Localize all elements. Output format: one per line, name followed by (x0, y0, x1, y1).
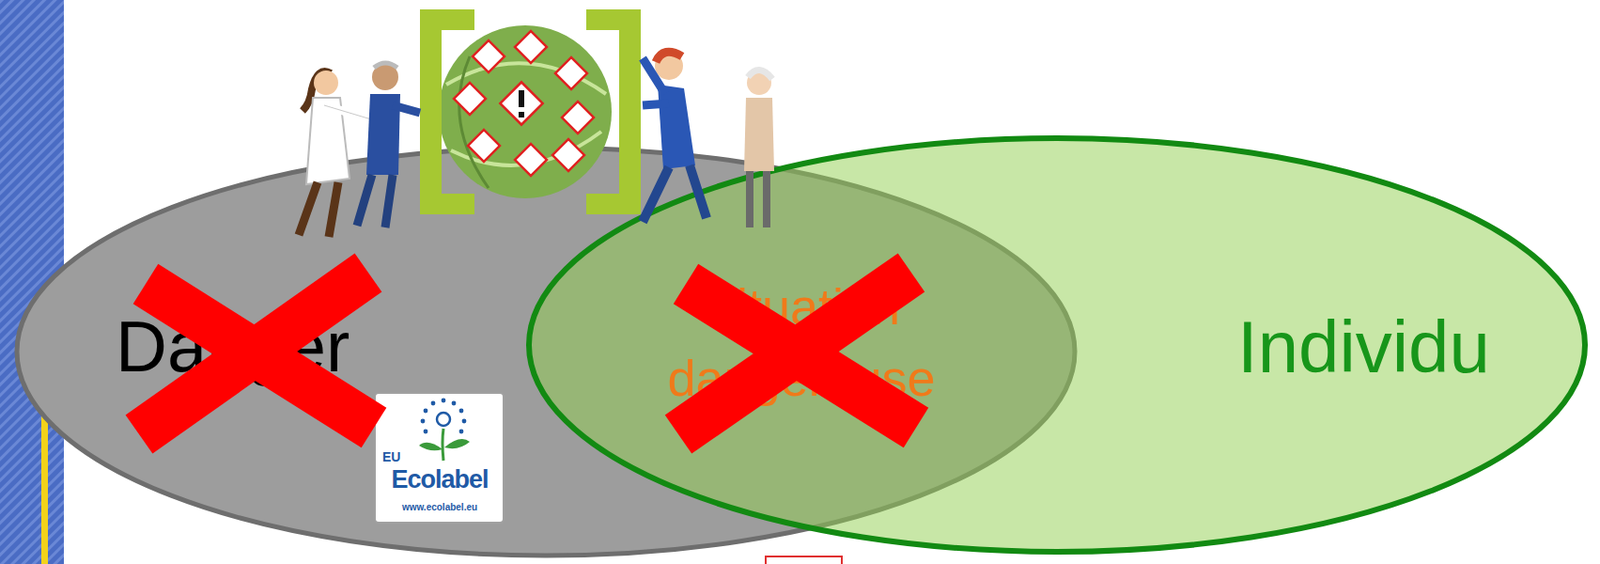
logo-leaf (419, 442, 443, 451)
logo-text: Ecolabel (377, 464, 502, 495)
arms (642, 58, 669, 106)
head (372, 63, 399, 91)
legs (749, 170, 767, 228)
individual-ellipse: Individu (523, 132, 1591, 558)
hazard-pictogram (514, 31, 547, 63)
ellipse-shape (528, 138, 1585, 552)
arm (392, 105, 420, 113)
legs (298, 182, 339, 237)
hair (747, 69, 773, 79)
suit (657, 84, 696, 170)
legs (357, 174, 393, 228)
left-bracket (419, 9, 475, 215)
hair (655, 51, 683, 63)
hazard-pictogram (514, 143, 547, 176)
person-elder (744, 69, 775, 228)
globe-body (438, 25, 612, 199)
hazard-pictogram (561, 101, 594, 134)
legs (642, 165, 707, 222)
logo-url: www.ecolabel.eu (377, 501, 502, 513)
logo-text: EU (382, 449, 411, 465)
side-band-accent (41, 403, 48, 564)
hazard-pictogram (472, 40, 505, 73)
logo-star (459, 408, 465, 414)
right-bracket (586, 9, 641, 215)
logo-star (462, 419, 467, 424)
node-label: Individu (1237, 304, 1576, 389)
hazard-pictogram (555, 57, 588, 90)
globe (438, 25, 612, 199)
globe-swirl (459, 56, 489, 188)
cardigan (744, 97, 775, 171)
hazard-pictogram (552, 139, 585, 171)
logo-star (423, 429, 429, 435)
logo-star (451, 401, 457, 406)
head (654, 51, 684, 80)
logo-center (436, 412, 451, 426)
logo-star (441, 398, 447, 404)
head (313, 70, 339, 95)
head (746, 70, 772, 95)
logo-star (420, 419, 426, 424)
hazard-mark (518, 111, 525, 118)
ecolabel-logo (374, 392, 504, 523)
logo-star (431, 401, 436, 406)
red-cross-stroke (678, 272, 912, 435)
hazard-pictogram (467, 129, 500, 162)
red-cross-stroke (139, 272, 369, 435)
logo-star (459, 429, 465, 435)
person-man-left (357, 62, 420, 228)
logo-stem (442, 428, 444, 461)
logo-star (423, 408, 429, 414)
logo-frame (374, 392, 504, 523)
person-man-right (642, 51, 707, 222)
hair (373, 62, 398, 68)
hazard-mark (518, 90, 525, 108)
hazard-pictogram (499, 81, 543, 125)
logo-leaf (444, 438, 470, 449)
brackets (419, 9, 641, 215)
hazard-pictogram (453, 82, 486, 115)
small-box (765, 556, 842, 564)
